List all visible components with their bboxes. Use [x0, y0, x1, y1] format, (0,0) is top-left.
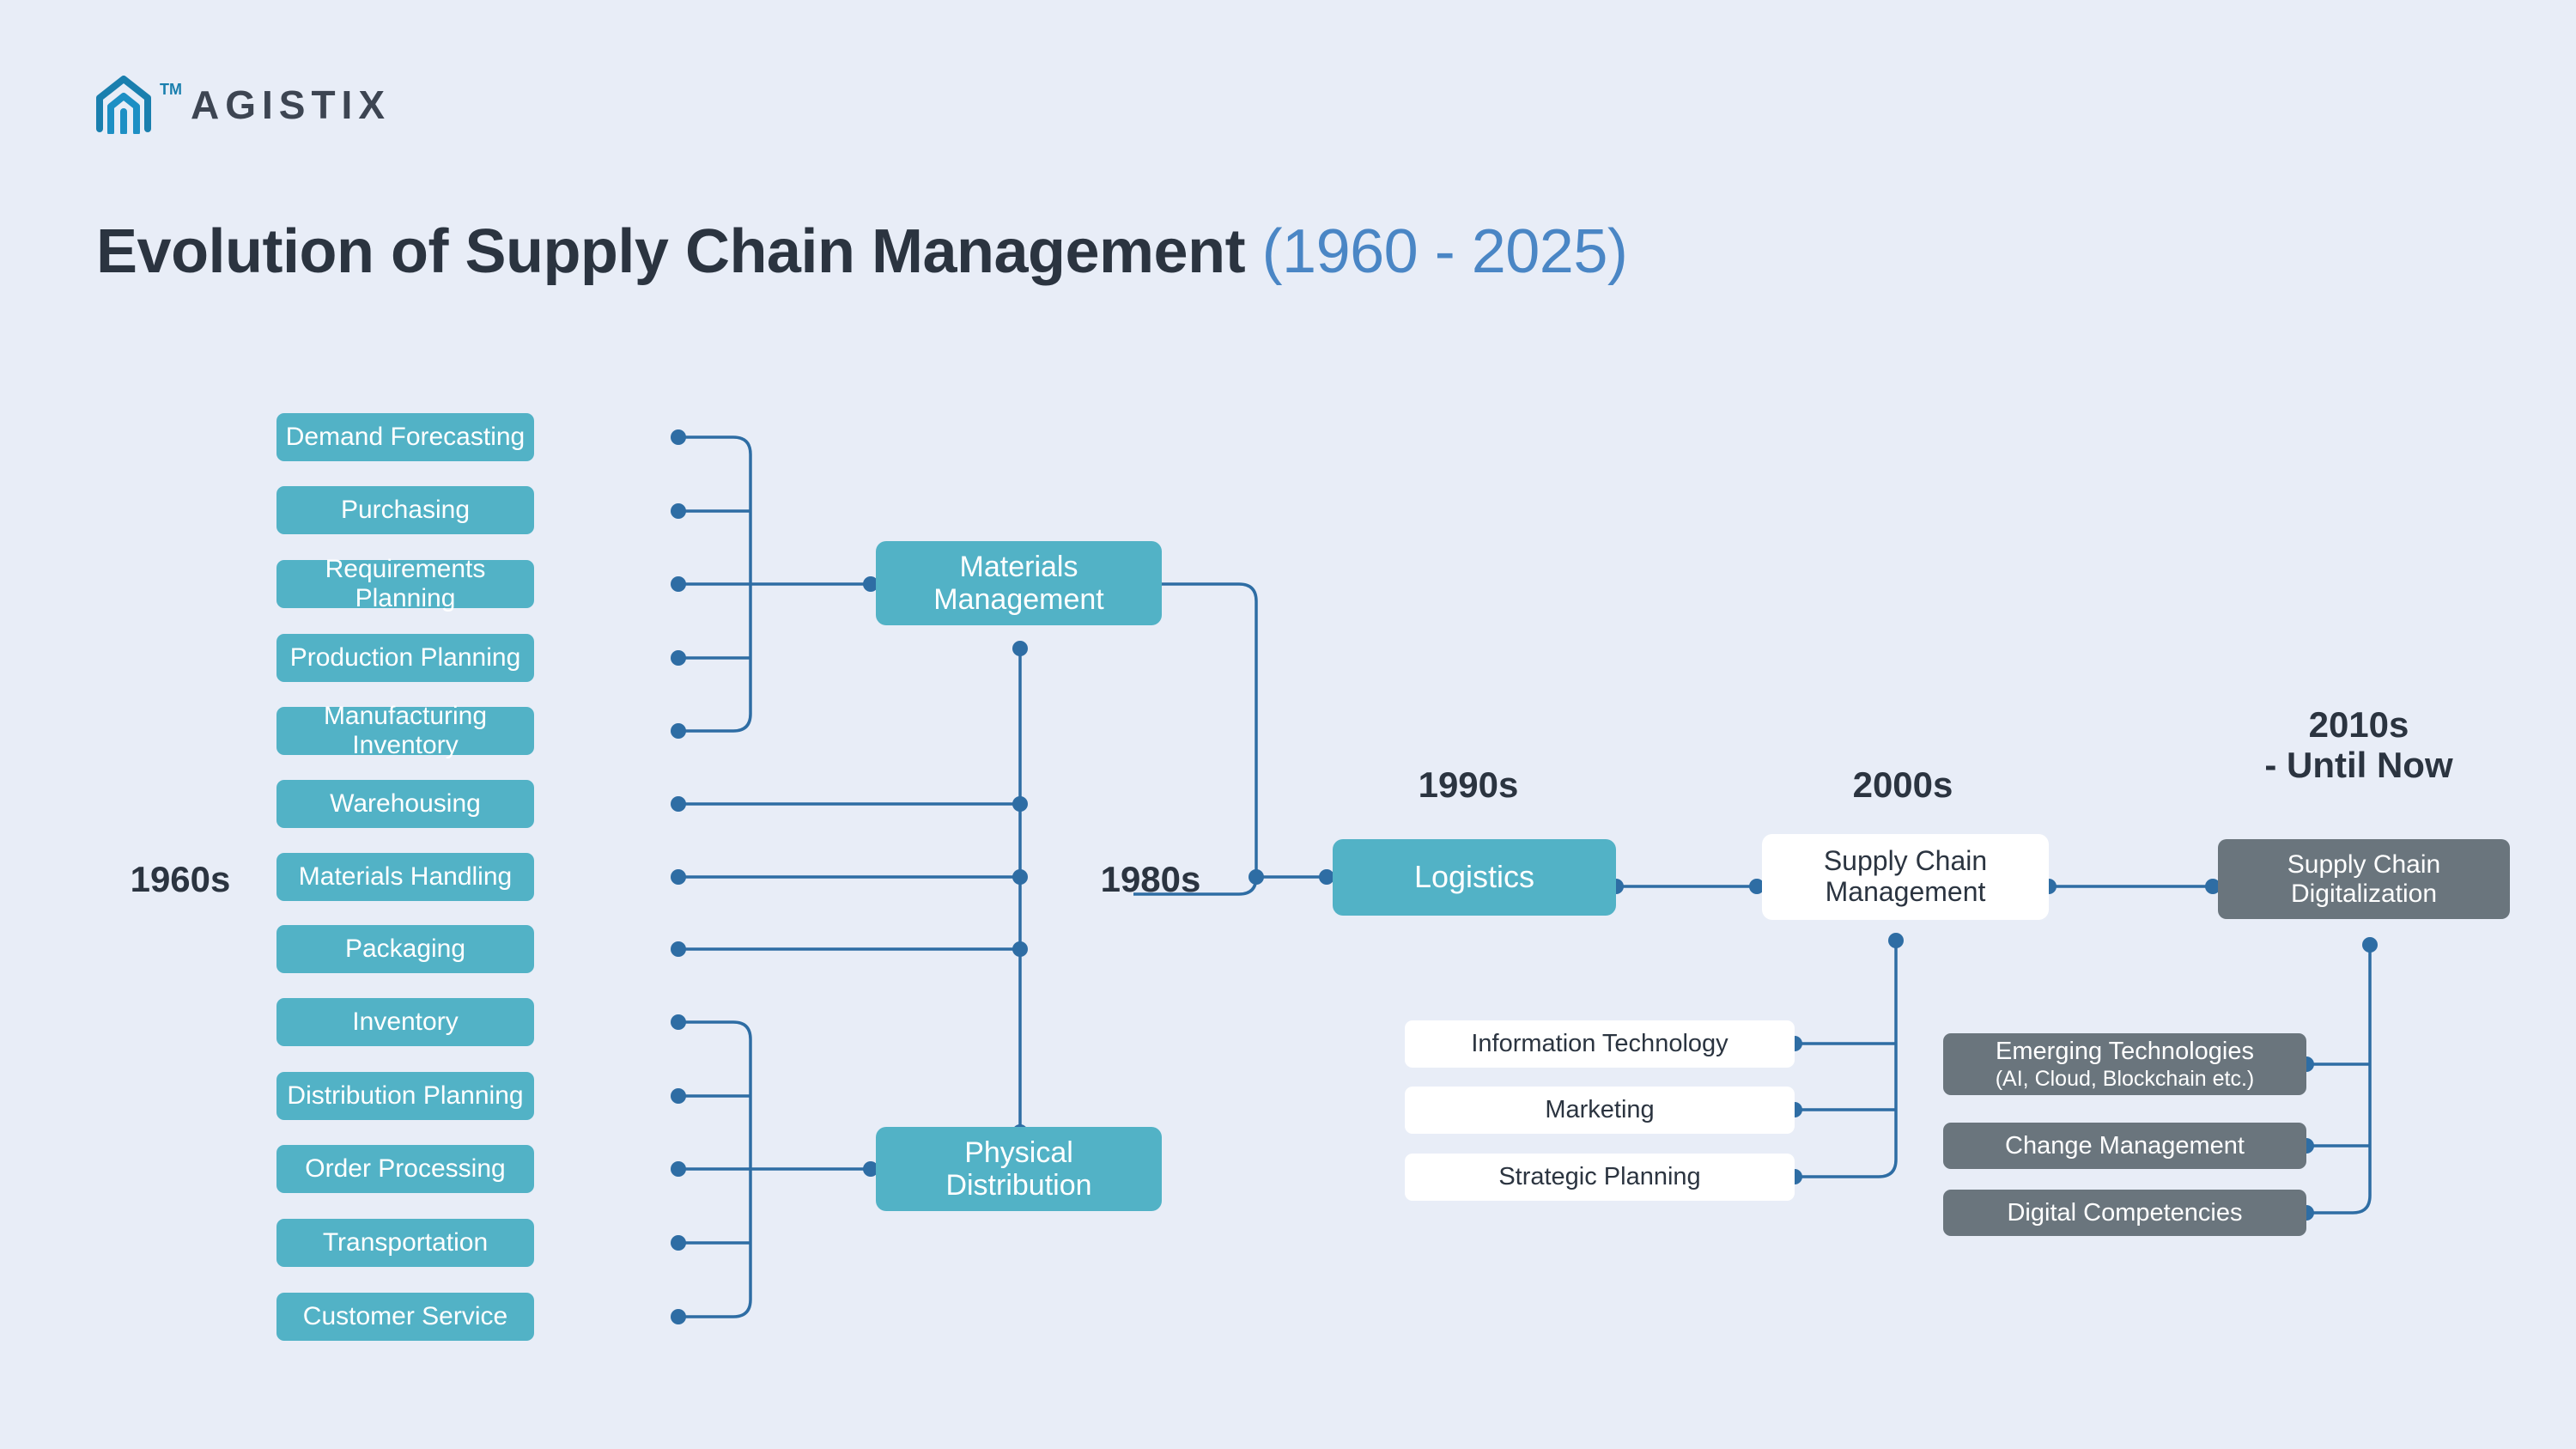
node-supply-chain-management[interactable]: Supply Chain Management: [1762, 834, 2049, 920]
page-title-years: (1960 - 2025): [1261, 217, 1628, 286]
node-requirements-planning[interactable]: Requirements Planning: [276, 555, 534, 612]
node-marketing[interactable]: Marketing: [1405, 1087, 1795, 1134]
node-label: Logistics: [1413, 859, 1535, 895]
node-label-line2: Management: [1825, 876, 1986, 907]
era-label-2010s-line1: 2010s: [2308, 704, 2409, 745]
node-label-line2: Digitalization: [2290, 879, 2438, 908]
era-label-2010s: 2010s - Until Now: [2213, 704, 2505, 785]
node-label: Production Planning: [289, 643, 521, 673]
era-label-1990s: 1990s: [1418, 764, 1519, 805]
node-label: Emerging Technologies: [1996, 1038, 2254, 1066]
node-strategic-planning[interactable]: Strategic Planning: [1405, 1154, 1795, 1201]
node-label-line2: Distribution: [945, 1169, 1092, 1202]
node-digital-competencies[interactable]: Digital Competencies: [1943, 1190, 2306, 1236]
node-label: Materials Handling: [298, 862, 513, 892]
node-label: Marketing: [1545, 1096, 1655, 1124]
node-label: Transportation: [322, 1228, 489, 1257]
node-label-line1: Materials: [959, 550, 1078, 583]
node-distribution-planning[interactable]: Distribution Planning: [276, 1072, 534, 1120]
node-transportation[interactable]: Transportation: [276, 1219, 534, 1267]
node-purchasing[interactable]: Purchasing: [276, 486, 534, 534]
node-label: Purchasing: [340, 496, 471, 525]
node-label: Information Technology: [1471, 1030, 1728, 1058]
node-label: Packaging: [344, 935, 466, 964]
node-warehousing[interactable]: Warehousing: [276, 780, 534, 828]
node-materials-handling[interactable]: Materials Handling: [276, 853, 534, 901]
era-label-1980s: 1980s: [1100, 859, 1201, 899]
node-label: Manufacturing Inventory: [323, 702, 488, 759]
node-label: Customer Service: [302, 1302, 508, 1331]
node-change-management[interactable]: Change Management: [1943, 1123, 2306, 1169]
node-label-line2: Management: [933, 583, 1104, 616]
node-packaging[interactable]: Packaging: [276, 925, 534, 973]
node-demand-forecasting[interactable]: Demand Forecasting: [276, 413, 534, 461]
agistix-mark-icon: [94, 76, 156, 134]
node-label: Digital Competencies: [2007, 1198, 2243, 1227]
node-label: Inventory: [352, 1008, 459, 1037]
trademark-symbol: TM: [160, 81, 182, 98]
era-label-2000s: 2000s: [1852, 764, 1953, 805]
era-label-2010s-line2: - Until Now: [2264, 745, 2453, 786]
node-information-technology[interactable]: Information Technology: [1405, 1020, 1795, 1068]
node-label-line1: Supply Chain: [2287, 849, 2441, 879]
node-production-planning[interactable]: Production Planning: [276, 634, 534, 682]
node-label: Strategic Planning: [1498, 1163, 1701, 1191]
node-label-line1: Physical: [964, 1135, 1073, 1169]
node-materials-management[interactable]: Materials Management: [876, 541, 1162, 625]
node-customer-service[interactable]: Customer Service: [276, 1293, 534, 1341]
node-label: Distribution Planning: [287, 1081, 524, 1111]
brand-logo: TM AGISTIX: [94, 76, 391, 134]
node-label: Demand Forecasting: [285, 423, 526, 452]
node-order-processing[interactable]: Order Processing: [276, 1145, 534, 1193]
node-label: Order Processing: [305, 1154, 506, 1184]
node-label: Change Management: [2005, 1131, 2245, 1160]
node-logistics[interactable]: Logistics: [1333, 839, 1616, 916]
brand-name: AGISTIX: [191, 82, 392, 127]
node-supply-chain-digitalization[interactable]: Supply Chain Digitalization: [2218, 839, 2510, 919]
node-physical-distribution[interactable]: Physical Distribution: [876, 1127, 1162, 1211]
page-title: Evolution of Supply Chain Management (19…: [96, 216, 1628, 287]
node-label: Requirements Planning: [325, 555, 486, 612]
page-title-main: Evolution of Supply Chain Management: [96, 217, 1246, 286]
node-manufacturing-inventory[interactable]: Manufacturing Inventory: [276, 702, 534, 759]
node-sublabel: (AI, Cloud, Blockchain etc.): [1995, 1066, 2255, 1091]
node-inventory[interactable]: Inventory: [276, 998, 534, 1046]
node-label: Warehousing: [330, 789, 481, 819]
era-label-1960s: 1960s: [130, 859, 231, 899]
node-label-line1: Supply Chain: [1823, 845, 1988, 877]
node-emerging-technologies[interactable]: Emerging Technologies (AI, Cloud, Blockc…: [1943, 1033, 2306, 1095]
